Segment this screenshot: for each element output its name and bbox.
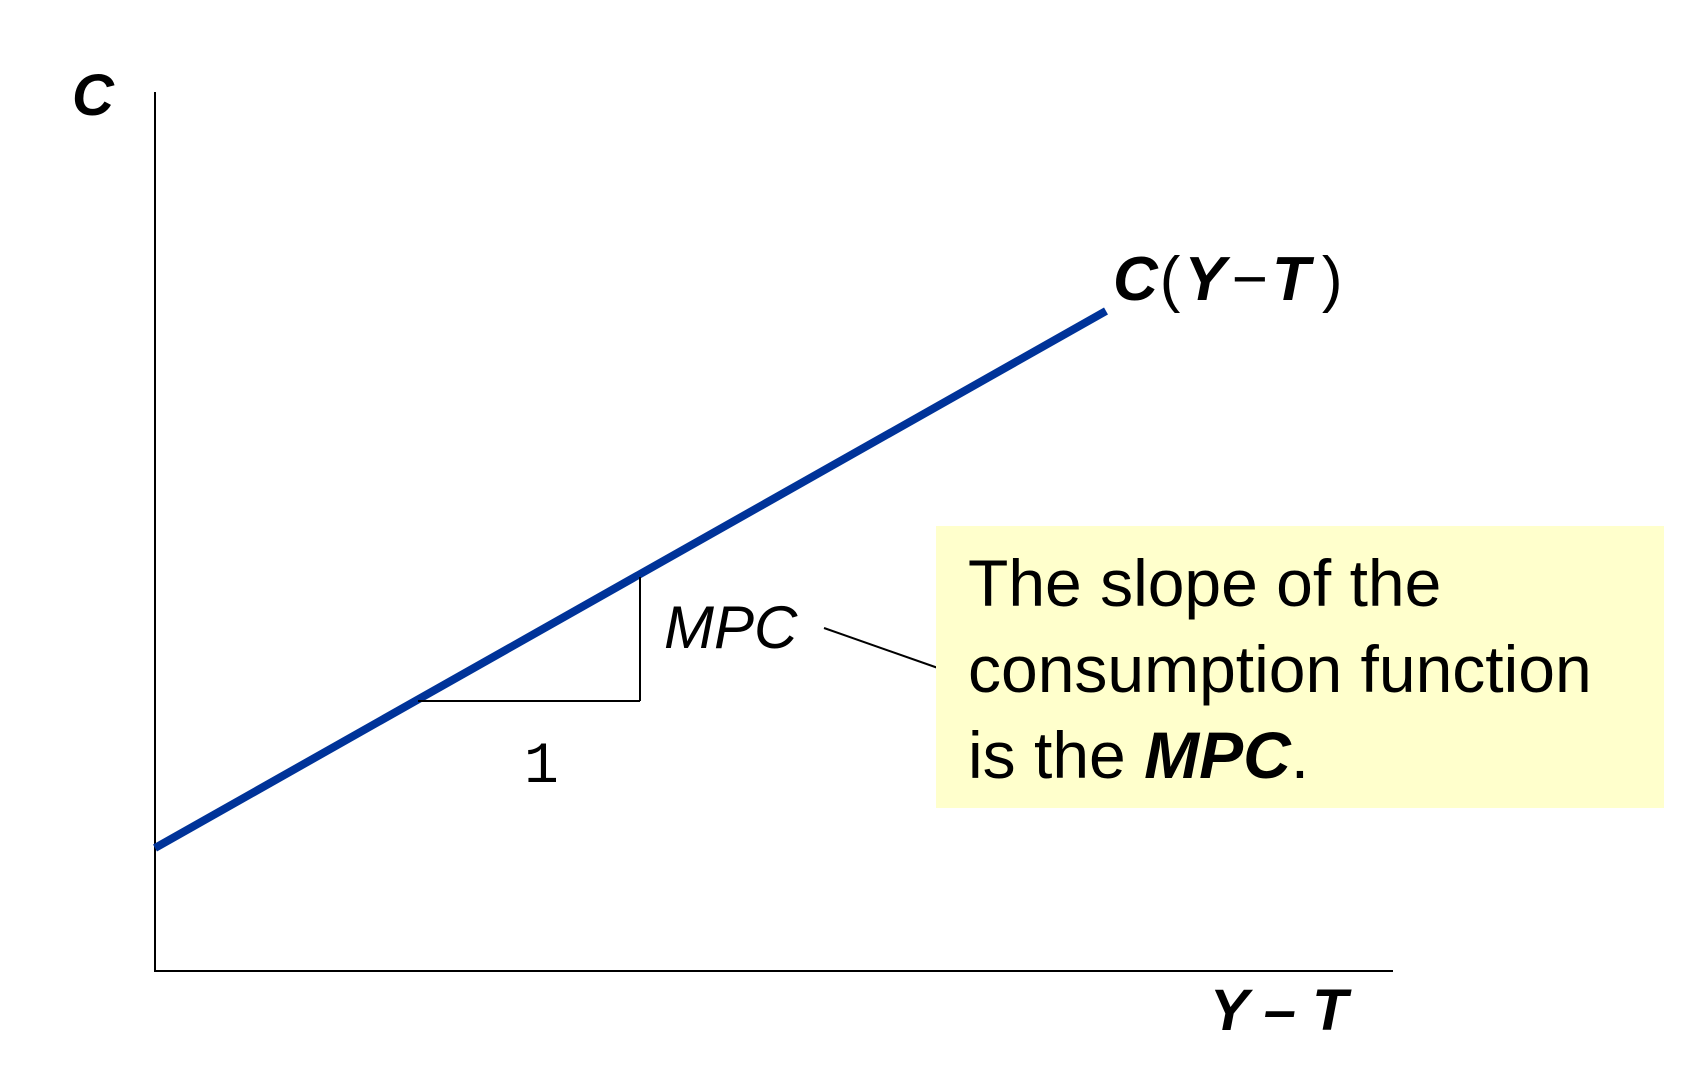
slope-callout-box: The slope of the consumption function is… [936,526,1664,808]
curve-label-var2: T [1272,245,1315,314]
curve-label: C(Y−T) [1113,245,1343,314]
consumption-function-line [153,307,1108,852]
y-axis-label: C [72,63,115,128]
curve-label-open: ( [1160,245,1181,314]
callout-line-3-suffix: . [1290,718,1310,792]
x-axis-label: Y – T [1210,978,1352,1043]
curve-label-close: ) [1322,245,1343,314]
callout-line-3-prefix: is the [968,718,1145,792]
curve-label-minus: − [1232,245,1268,314]
curve-label-var1: Y [1184,245,1231,314]
curve-label-fn: C [1113,245,1159,314]
callout-line-2: consumption function [968,632,1592,706]
callout-line-1: The slope of the [968,546,1442,620]
slope-rise-label: MPC [664,594,798,661]
callout-mpc-emphasis: MPC [1144,718,1291,792]
callout-line-3: is the MPC. [968,712,1664,798]
callout-connector [823,627,939,669]
slope-run-label: 1 [524,735,559,800]
